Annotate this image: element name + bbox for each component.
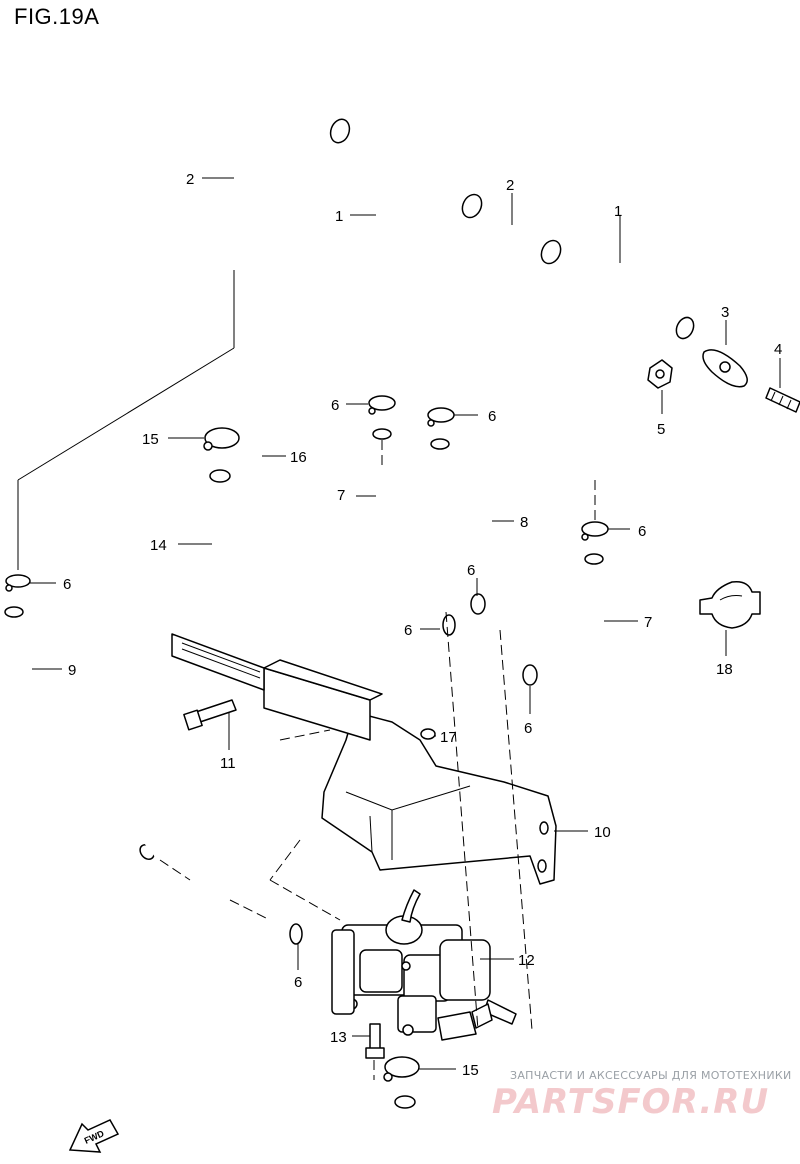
solenoid-11[interactable] (171, 633, 383, 741)
hose-7-right[interactable] (535, 553, 604, 708)
callout-14: 14 (150, 537, 167, 554)
callout-6-g: 6 (524, 720, 532, 737)
watermark-tagline: ЗАПЧАСТИ И АКСЕССУАРЫ ДЛЯ МОТОТЕХНИКИ (510, 1069, 792, 1082)
callout-18: 18 (716, 661, 733, 678)
bolt-13[interactable] (365, 1023, 385, 1059)
callout-4: 4 (774, 341, 782, 358)
callout-9: 9 (68, 662, 76, 679)
callout-7-right: 7 (644, 614, 652, 631)
fwd-arrow-icon (68, 1119, 120, 1153)
dashed-guides (159, 440, 596, 1080)
leader-lines (17, 177, 781, 1070)
hose-7-left[interactable] (372, 428, 439, 625)
callout-13: 13 (330, 1029, 347, 1046)
clamp-15[interactable] (203, 427, 420, 1082)
callout-6-h: 6 (294, 974, 302, 991)
clamp-17[interactable] (420, 728, 436, 740)
callout-1-left: 1 (335, 208, 343, 225)
hose-9[interactable] (4, 606, 157, 862)
callout-6-d: 6 (63, 576, 71, 593)
callout-15-a: 15 (142, 431, 159, 448)
valve-12[interactable] (331, 889, 517, 1041)
bolt-11[interactable] (183, 699, 237, 731)
callout-5: 5 (657, 421, 665, 438)
callout-11: 11 (220, 755, 236, 772)
bracket-18[interactable] (699, 580, 761, 629)
callout-2-right: 2 (506, 177, 514, 194)
clamp-6[interactable] (5, 395, 609, 945)
callout-3: 3 (721, 304, 729, 321)
callout-16: 16 (290, 449, 307, 466)
callout-8: 8 (520, 514, 528, 531)
callout-12: 12 (518, 952, 535, 969)
nut-5[interactable] (647, 359, 673, 389)
callout-2-left: 2 (186, 171, 194, 188)
callout-6-e: 6 (467, 562, 475, 579)
callout-6-a: 6 (331, 397, 339, 414)
hose-1-left[interactable] (376, 139, 485, 356)
hose-1-right[interactable] (589, 261, 697, 476)
hose-8[interactable] (430, 438, 540, 637)
hose-14[interactable] (94, 469, 416, 1144)
gasket-3[interactable] (702, 349, 748, 388)
callout-6-c: 6 (638, 523, 646, 540)
callout-7-left: 7 (337, 487, 345, 504)
hose-2-right[interactable] (436, 233, 564, 391)
bolt-4[interactable] (765, 387, 800, 413)
callout-10: 10 (594, 824, 611, 841)
callout-6-b: 6 (488, 408, 496, 425)
figure-title: FIG.19A (14, 4, 100, 29)
hose-16[interactable] (252, 359, 438, 715)
watermark-logo: PARTSFOR.RU (492, 1082, 770, 1122)
callout-17: 17 (440, 729, 457, 746)
callout-6-f: 6 (404, 622, 412, 639)
callout-15-b: 15 (462, 1062, 479, 1079)
bracket-10[interactable] (321, 711, 557, 885)
hose-2-left[interactable] (228, 109, 353, 268)
callout-1-right: 1 (614, 203, 622, 220)
